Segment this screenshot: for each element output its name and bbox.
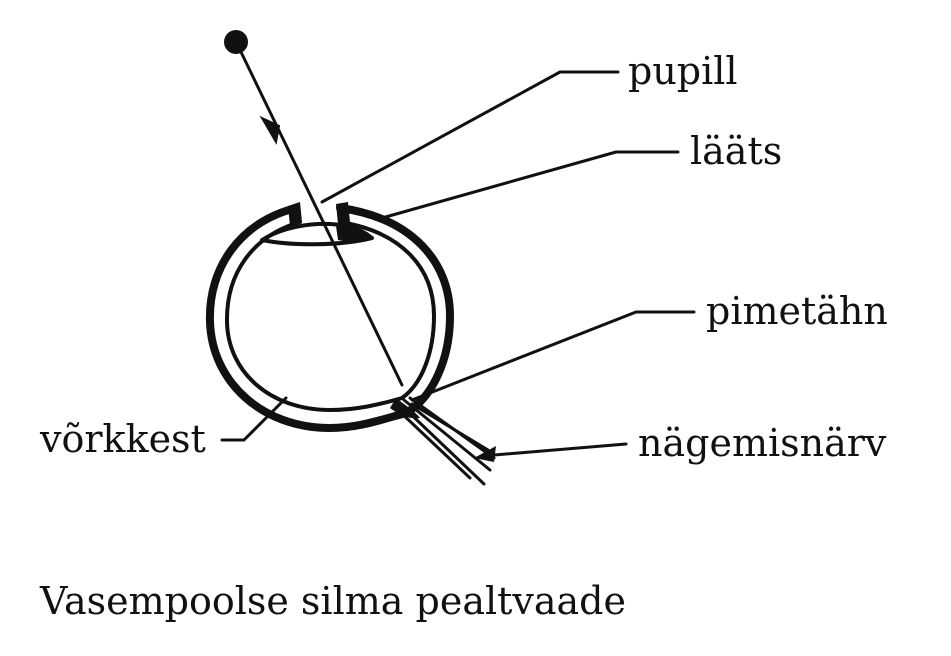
leader-optic-nerve-arrowhead xyxy=(474,446,496,462)
diagram-caption: Vasempoolse silma pealtvaade xyxy=(39,579,626,623)
label-retina: võrkkest xyxy=(39,417,206,461)
leader-retina xyxy=(220,396,288,442)
leader-blind-spot xyxy=(410,310,696,402)
label-optic-nerve: nägemisnärv xyxy=(638,421,887,465)
label-pupil: pupill xyxy=(628,49,738,93)
iris-left xyxy=(288,202,302,226)
light-ray-arrowhead xyxy=(259,115,281,145)
light-source-dot xyxy=(224,30,248,54)
leader-pupil xyxy=(320,70,620,204)
label-blind-spot: pimetähn xyxy=(706,289,888,333)
leader-lens xyxy=(380,150,680,220)
light-ray xyxy=(239,50,404,387)
leader-optic-nerve xyxy=(480,442,628,458)
iris-right xyxy=(336,202,350,224)
eyeball-inner-wall xyxy=(224,220,436,412)
label-lens: lääts xyxy=(690,129,782,173)
lens-shade xyxy=(336,226,372,242)
eyeball-outer-wall xyxy=(205,204,454,432)
optic-nerve xyxy=(396,396,496,486)
